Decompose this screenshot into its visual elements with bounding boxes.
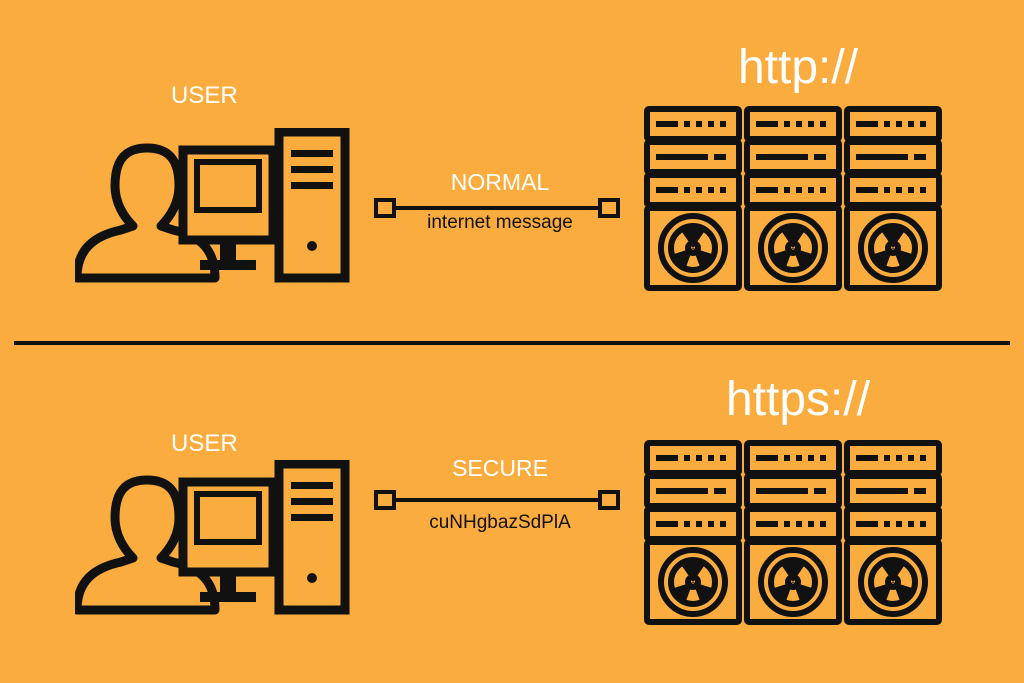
http-panel: USER NORMAL internet message http:// — [0, 0, 1024, 340]
user-computer-icon — [75, 128, 350, 283]
message-label: cuNHgbazSdPlA — [429, 512, 571, 533]
user-computer-icon — [75, 460, 350, 615]
section-divider — [14, 341, 1010, 345]
protocol-label: http:// — [737, 41, 859, 94]
connection-type-label: NORMAL — [450, 169, 550, 195]
message-label: internet message — [427, 212, 573, 233]
user-label: USER — [171, 82, 238, 109]
connection-type-label: SECURE — [452, 455, 548, 481]
server-rack-icon — [644, 106, 944, 291]
server-rack-icon — [644, 440, 944, 625]
protocol-label: https:// — [725, 373, 871, 426]
user-label: USER — [171, 430, 238, 457]
https-panel: USER SECURE cuNHgbazSdPlA https:// — [0, 340, 1024, 680]
cable-connector-icon — [372, 488, 622, 512]
